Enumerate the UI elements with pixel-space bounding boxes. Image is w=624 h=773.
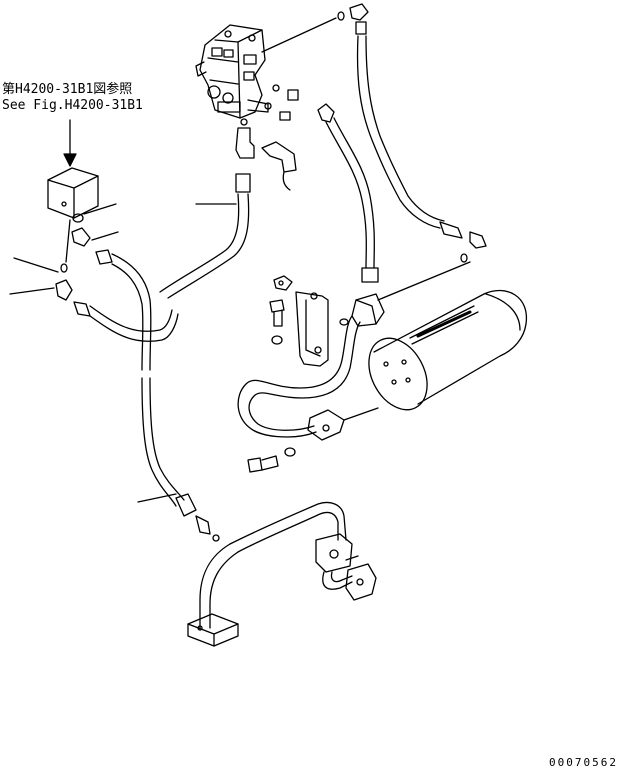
o-ring <box>241 119 247 125</box>
tee-fitting <box>236 128 254 158</box>
lower-pipe-right-outer <box>323 572 352 589</box>
hose-vertical-outer <box>150 378 184 500</box>
flange-hole <box>357 579 363 585</box>
mounting-bracket <box>296 292 328 366</box>
hose-end-fitting <box>96 250 112 264</box>
rigid-pipe-inner <box>249 322 360 430</box>
leader-line <box>66 220 70 262</box>
bolt-head <box>248 458 262 472</box>
elbow-pipe-tail <box>283 172 290 190</box>
hose-end-fitting <box>236 174 250 192</box>
nut <box>274 276 292 290</box>
flange-edge <box>188 624 238 634</box>
elbow-fitting-right <box>470 232 486 248</box>
o-ring <box>213 535 219 541</box>
control-valve-block <box>196 25 268 118</box>
adapter-fitting <box>196 516 210 534</box>
hose-end-fitting <box>362 268 378 282</box>
o-ring <box>340 319 348 325</box>
pipe-flange <box>308 410 344 440</box>
hose-elbow-fitting <box>318 104 334 122</box>
pipe-link <box>346 556 358 560</box>
hose-middle-outer <box>326 122 366 268</box>
reference-arrow-head <box>64 154 76 166</box>
bolt-head <box>270 300 284 312</box>
bolt-shank <box>274 310 282 326</box>
washer <box>285 448 295 456</box>
plug-fitting <box>288 90 298 100</box>
rigid-pipe-outer <box>238 316 352 437</box>
elbow-fitting-top-right <box>350 4 368 34</box>
pipe-link <box>344 408 378 420</box>
hose-end-fitting <box>176 494 196 516</box>
hose-end-fitting <box>440 222 462 238</box>
leader-line <box>10 288 54 294</box>
tee-edge <box>356 300 376 324</box>
elbow-fitting <box>56 280 72 300</box>
elbow-pipe <box>262 142 296 172</box>
flange-hole <box>323 425 329 431</box>
lower-flange-left <box>188 614 238 646</box>
leader-line <box>138 494 176 502</box>
leader-line <box>92 232 118 240</box>
hose-lower-left-outer <box>90 306 172 331</box>
plug-fitting <box>280 112 290 120</box>
o-ring <box>73 214 83 222</box>
lower-pipe-top-outer <box>230 503 346 545</box>
hose-left-outer <box>160 194 239 292</box>
figure-reference-japanese: 第H4200-31B1図参照 <box>2 82 133 97</box>
hose-middle-inner <box>334 118 374 268</box>
valve-leader-line <box>262 18 336 52</box>
lower-pipe-left-outer <box>200 544 230 628</box>
hose-vertical-inner <box>142 378 176 506</box>
bolt-shank <box>262 456 278 470</box>
referenced-block <box>48 168 98 218</box>
hose-junction-outer <box>112 254 151 370</box>
nut-hole <box>279 281 283 285</box>
hose-right-inner <box>366 36 444 221</box>
o-ring <box>338 12 344 20</box>
flange-hole <box>198 626 202 630</box>
accumulator-tank <box>357 291 526 420</box>
washer <box>272 336 282 344</box>
hose-lower-left-inner <box>90 314 178 341</box>
lower-pipe-top-inner <box>238 512 338 552</box>
lower-flange-right <box>346 564 376 600</box>
o-ring <box>61 264 67 272</box>
o-ring <box>461 254 467 262</box>
leader-line <box>84 204 116 214</box>
figure-reference-english: See Fig.H4200-31B1 <box>2 98 143 113</box>
tee-fitting-accumulator <box>352 294 384 326</box>
hose-left-inner <box>168 194 249 298</box>
lower-pipe-right-inner <box>331 572 352 582</box>
o-ring <box>265 103 271 109</box>
elbow-fitting <box>72 228 90 246</box>
leader-line <box>378 262 470 300</box>
hose-right-outer <box>358 36 440 228</box>
o-ring <box>273 85 279 91</box>
flange-hole <box>330 550 338 558</box>
hose-end-fitting <box>74 302 90 316</box>
hose-junction-inner <box>112 264 143 370</box>
leader-line <box>14 258 58 272</box>
drawing-number: 00070562 <box>549 756 618 769</box>
lower-pipe-left-inner <box>210 552 238 628</box>
middle-flange <box>316 534 352 572</box>
